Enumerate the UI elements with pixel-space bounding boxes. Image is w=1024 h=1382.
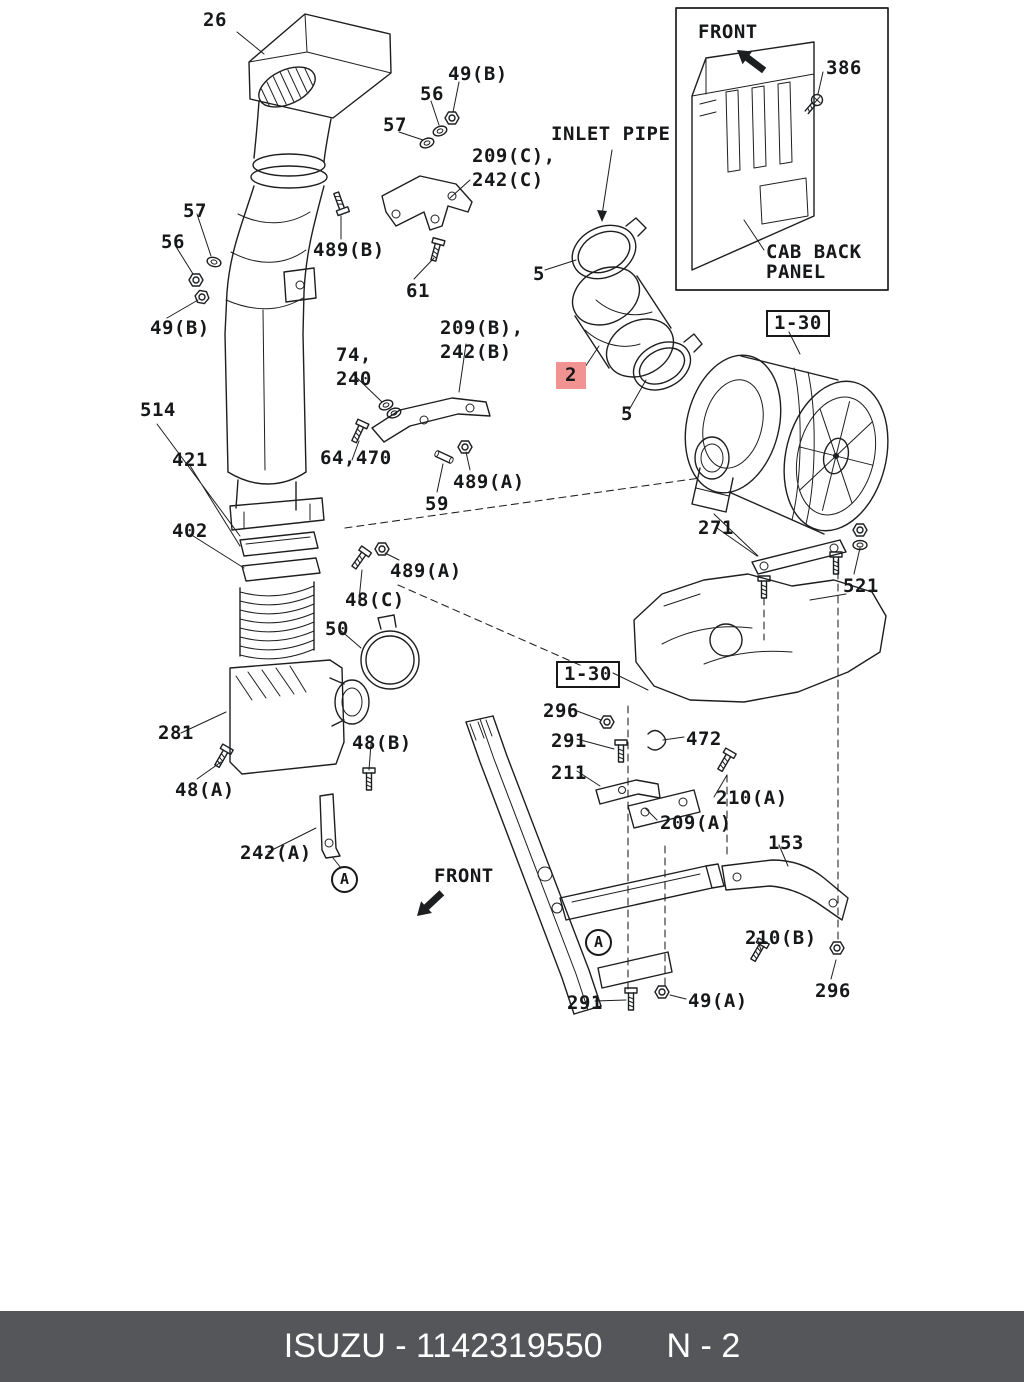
part-label-296-42[interactable]: 296 [815, 980, 851, 1002]
view-marker-a-1: A [331, 866, 358, 893]
part-label-271-28[interactable]: 271 [698, 517, 734, 539]
leader-lines [156, 31, 861, 1002]
air-intake-duct-drawing [224, 185, 325, 531]
part-label-61-8[interactable]: 61 [406, 280, 430, 302]
cab-back-panel-annotation-1: CAB BACK [766, 241, 862, 263]
part-label-50-27[interactable]: 50 [325, 618, 349, 640]
part-label-57-9[interactable]: 57 [183, 200, 207, 222]
part-label-153-40[interactable]: 153 [768, 832, 804, 854]
front-annotation-bottom: FRONT [434, 865, 494, 887]
ref-label-1-30-air-cleaner[interactable]: 1-30 [766, 310, 830, 337]
footer-part-number: ISUZU - 1142319550 [283, 1327, 603, 1365]
front-annotation-inset: FRONT [698, 21, 758, 43]
part-label-56-2[interactable]: 56 [420, 83, 444, 105]
part-label-59-23[interactable]: 59 [425, 493, 449, 515]
part-label-242-a-33[interactable]: 242(A) [240, 842, 312, 864]
part-label-402-24[interactable]: 402 [172, 520, 208, 542]
part-label-242-b-16[interactable]: 242(B) [440, 341, 512, 363]
part-label-489-b-7[interactable]: 489(B) [313, 239, 385, 261]
air-duct-lower-assembly-drawing [229, 531, 370, 775]
bracket-209b-242b-drawing [371, 397, 491, 443]
cab-back-panel-inset-drawing [675, 7, 889, 291]
part-label-210-a-39[interactable]: 210(A) [716, 787, 788, 809]
hose-clamp-50-drawing [360, 614, 420, 690]
part-label-56-10[interactable]: 56 [161, 231, 185, 253]
inlet-hose-assembly-drawing [571, 217, 703, 391]
part-label-489-a-25[interactable]: 489(A) [390, 560, 462, 582]
part-label-242-c-5[interactable]: 242(C) [472, 169, 544, 191]
part-label-281-30[interactable]: 281 [158, 722, 194, 744]
part-label-49-b-1[interactable]: 49(B) [448, 63, 508, 85]
part-label-2-selected[interactable]: 2 [556, 362, 586, 389]
ref-label-1-30-undercover[interactable]: 1-30 [556, 661, 620, 688]
part-label-5-14[interactable]: 5 [621, 403, 633, 425]
part-label-48-a-31[interactable]: 48(A) [175, 779, 235, 801]
view-marker-a-2: A [585, 929, 612, 956]
part-label-57-3[interactable]: 57 [383, 114, 407, 136]
bracket-209c-242c-drawing [381, 175, 473, 231]
bracket-242a-drawing [319, 793, 341, 859]
part-label-514-19[interactable]: 514 [140, 399, 176, 421]
bracket-153-drawing [721, 859, 849, 921]
part-label-291-35[interactable]: 291 [551, 730, 587, 752]
part-label-386-45[interactable]: 386 [826, 57, 862, 79]
part-label-74-17[interactable]: 74, [336, 344, 372, 366]
part-label-296-34[interactable]: 296 [543, 700, 579, 722]
footer-page-ref: N - 2 [666, 1327, 741, 1365]
part-label-49-b-11[interactable]: 49(B) [150, 317, 210, 339]
part-label-48-b-32[interactable]: 48(B) [352, 732, 412, 754]
part-label-5-12[interactable]: 5 [533, 263, 545, 285]
inlet-pipe-annotation: INLET PIPE [551, 123, 671, 145]
part-label-26-0[interactable]: 26 [203, 9, 227, 31]
part-label-421-20[interactable]: 421 [172, 449, 208, 471]
chassis-frame-rail-drawing [465, 715, 725, 1015]
part-label-472-36[interactable]: 472 [686, 728, 722, 750]
footer-bar: ISUZU - 1142319550 N - 2 [0, 1311, 1024, 1382]
diagram-canvas [156, 7, 889, 1015]
part-label-48-c-26[interactable]: 48(C) [345, 589, 405, 611]
clip-472-drawing [647, 729, 667, 751]
part-label-209-a-38[interactable]: 209(A) [660, 812, 732, 834]
under-cover-plate-drawing [633, 573, 887, 703]
part-label-209-b-15[interactable]: 209(B), [440, 317, 524, 339]
part-label-521-29[interactable]: 521 [843, 575, 879, 597]
part-label-209-c-4[interactable]: 209(C), [472, 145, 556, 167]
part-label-489-a-22[interactable]: 489(A) [453, 471, 525, 493]
part-label-211-37[interactable]: 211 [551, 762, 587, 784]
part-label-49-a-44[interactable]: 49(A) [688, 990, 748, 1012]
intake-snorkel-cap-drawing [248, 13, 392, 189]
part-label-240-18[interactable]: 240 [336, 368, 372, 390]
air-cleaner-canister-drawing [684, 354, 889, 557]
part-label-210-b-41[interactable]: 210(B) [745, 927, 817, 949]
bracket-271-drawing [751, 523, 868, 599]
part-label-291-43[interactable]: 291 [567, 992, 603, 1014]
cab-back-panel-annotation-2: PANEL [766, 261, 826, 283]
part-label-64-470-21[interactable]: 64,470 [320, 447, 392, 469]
